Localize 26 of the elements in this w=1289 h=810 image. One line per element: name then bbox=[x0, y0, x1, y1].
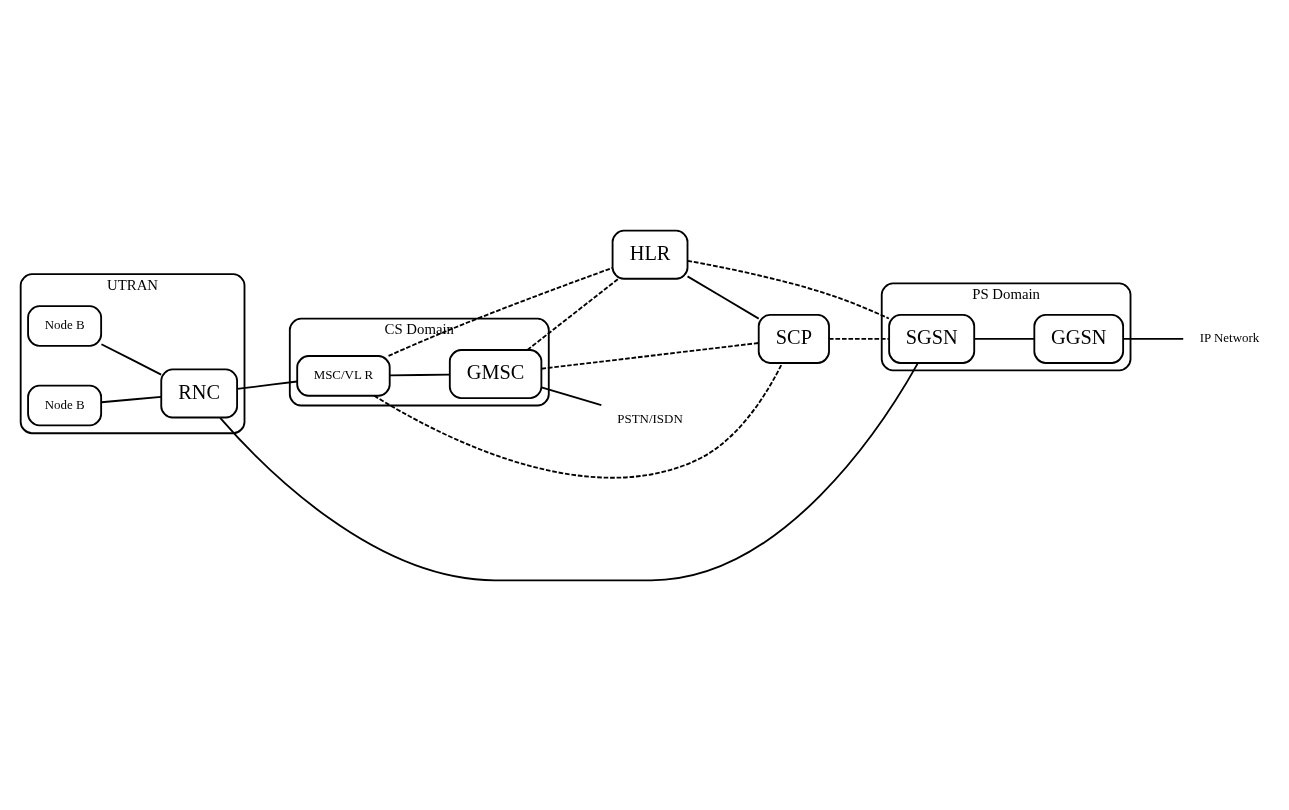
node-box: MSC/VL R bbox=[296, 354, 391, 397]
node-box: GGSN bbox=[1033, 313, 1125, 364]
node-box: Node B bbox=[27, 384, 103, 426]
node-box: RNC bbox=[160, 368, 238, 418]
node-text: IP Network bbox=[1199, 329, 1260, 345]
connector bbox=[828, 337, 890, 340]
connector bbox=[686, 259, 890, 319]
connector bbox=[540, 341, 760, 370]
connector bbox=[236, 380, 298, 390]
node-box: GMSC bbox=[448, 348, 543, 399]
connector bbox=[373, 361, 784, 479]
connector bbox=[219, 361, 919, 581]
connector bbox=[387, 266, 614, 357]
node-text: PSTN/ISDN bbox=[617, 410, 683, 426]
node-box: SCP bbox=[757, 313, 830, 364]
node-box: HLR bbox=[611, 229, 689, 280]
connector bbox=[540, 386, 603, 406]
connector bbox=[100, 395, 163, 403]
connector bbox=[686, 275, 760, 320]
connector bbox=[1122, 337, 1185, 340]
node-box: Node B bbox=[27, 304, 103, 347]
connector bbox=[973, 337, 1036, 340]
node-box: SGSN bbox=[888, 313, 976, 364]
connector bbox=[388, 373, 451, 376]
connector bbox=[100, 342, 163, 376]
connector bbox=[526, 277, 620, 351]
